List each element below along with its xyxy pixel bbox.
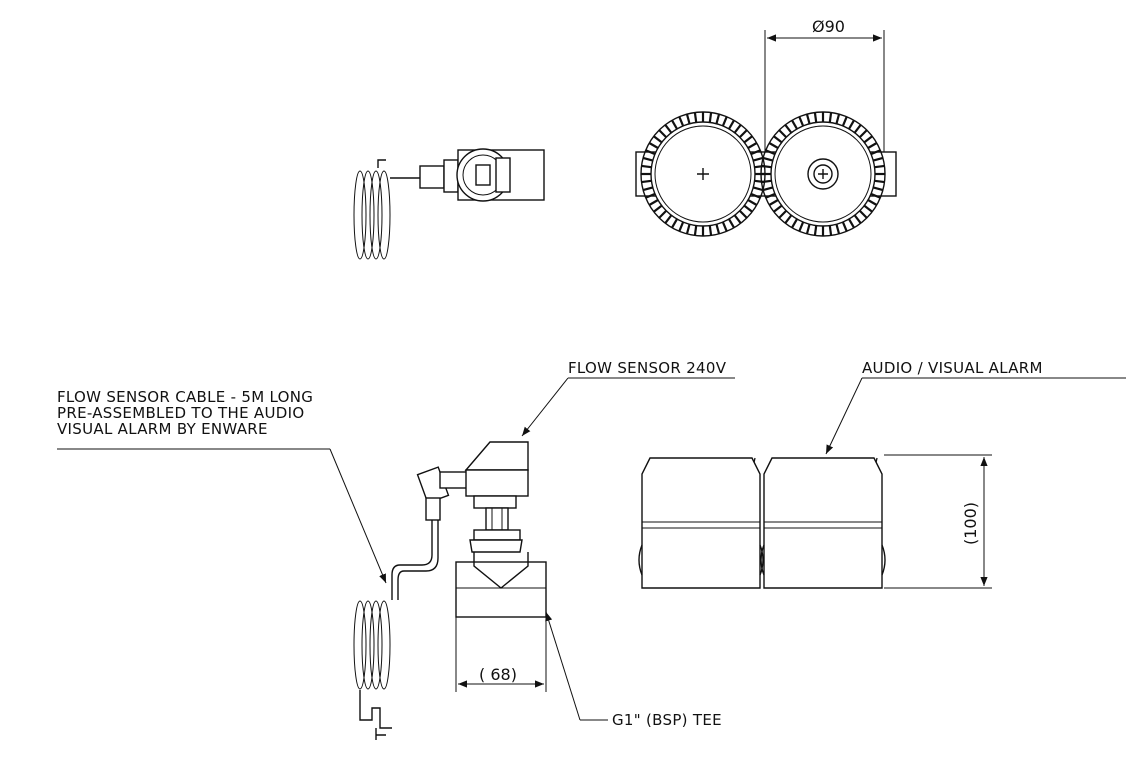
width-dimension-label: ( 68) [479,665,517,684]
height-dimension-label: (100) [961,502,980,545]
sensor-side-view: FLOW SENSOR CABLE - 5M LONG PRE-ASSEMBLE… [57,359,735,740]
flow-sensor-label: FLOW SENSOR 240V [568,359,727,377]
coil-top-view [353,159,420,260]
cable-label-line1: FLOW SENSOR CABLE - 5M LONG [57,388,313,406]
cable-label-line3: VISUAL ALARM BY ENWARE [57,420,268,438]
diameter-label: Ø90 [812,17,845,36]
tee-label: G1" (BSP) TEE [612,711,722,729]
alarm-top-view: Ø90 [635,17,897,237]
alarm-label: AUDIO / VISUAL ALARM [862,359,1043,377]
cable-label-line2: PRE-ASSEMBLED TO THE AUDIO [57,404,304,422]
alarm-side-view: AUDIO / VISUAL ALARM (100) [638,359,1126,589]
sensor-top-view [353,148,545,260]
